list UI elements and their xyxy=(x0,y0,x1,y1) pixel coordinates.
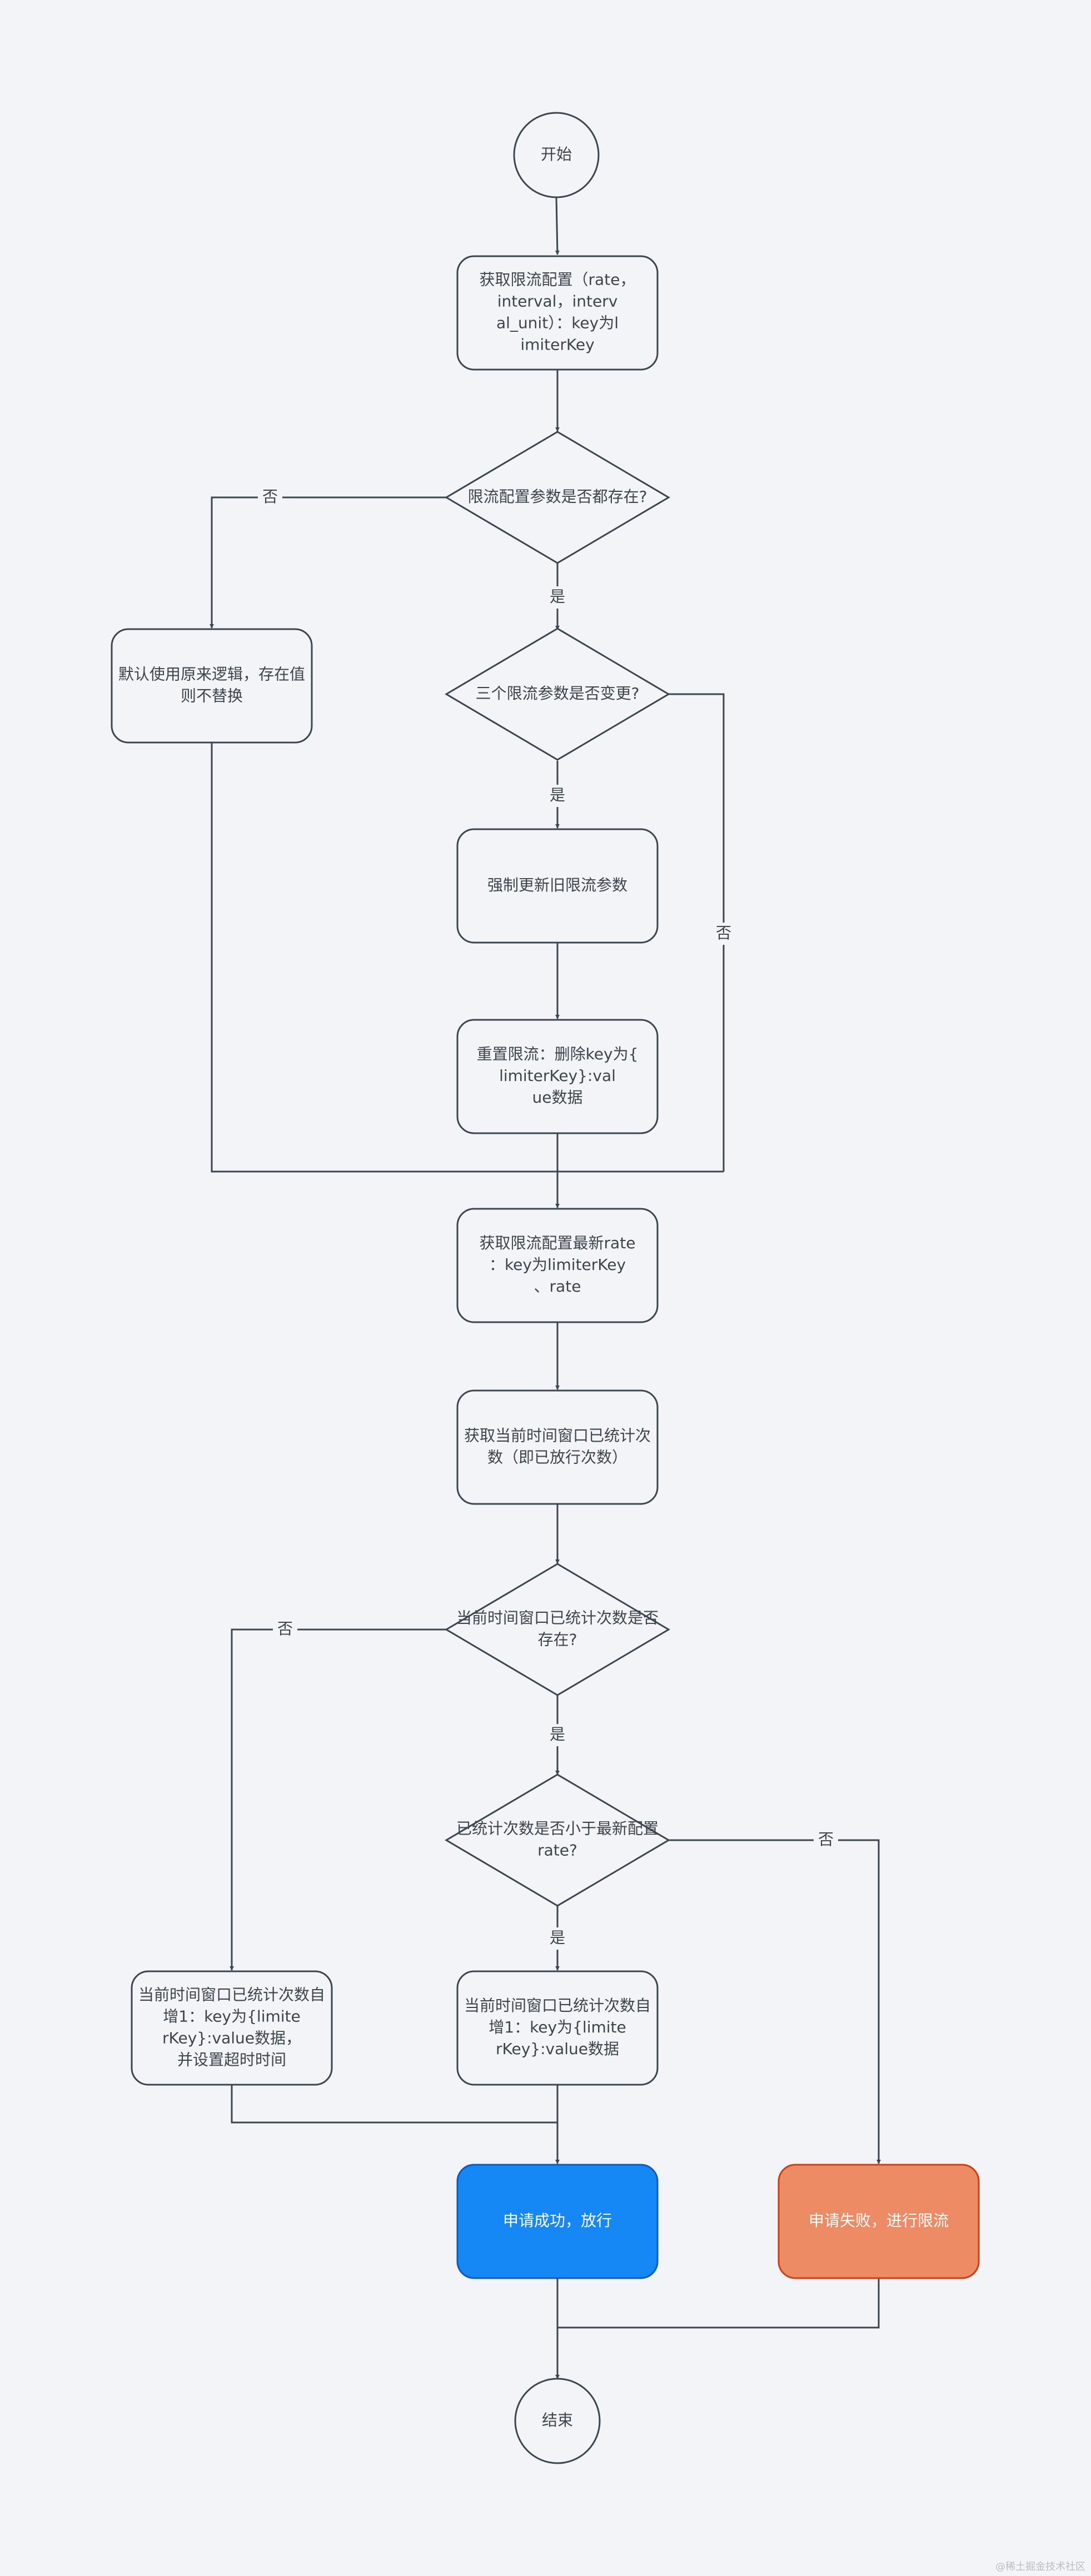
node-fail-shape xyxy=(778,2164,980,2279)
edge-label-params-exist-no: 否 xyxy=(262,487,278,506)
node-get-count-text-line: 数（即已放行次数） xyxy=(487,1448,627,1467)
node-get-latest-rate-text-line: ：key为limiterKey xyxy=(489,1255,626,1274)
node-increment-text-line: 增1：key为{limite xyxy=(489,2018,626,2036)
edge-params-changed-no xyxy=(667,693,725,1172)
node-less-than-rate-text-line: 已统计次数是否小于最新配置 xyxy=(456,1820,659,1838)
node-success-shape xyxy=(456,2164,659,2279)
node-end: 结束 xyxy=(514,2378,601,2464)
node-fail-text-line: 申请失败，进行限流 xyxy=(809,2211,949,2230)
node-get-config-text-line: 获取限流配置（rate， xyxy=(480,271,636,289)
edge-label-background xyxy=(545,1927,570,1950)
node-increment-with-expire-text-line: rKey}:value数据， xyxy=(162,2029,301,2047)
edge-label-params-changed-no: 否 xyxy=(716,924,731,942)
node-reset-limit-text-line: ue数据 xyxy=(532,1088,583,1107)
node-get-latest-rate-shape xyxy=(456,1208,659,1323)
node-params-exist-text-line: 限流配置参数是否都存在? xyxy=(468,487,647,506)
edge-label-count-exists-no: 否 xyxy=(277,1620,293,1638)
node-less-than-rate-shape xyxy=(445,1773,670,1907)
node-reset-limit-text-line: limiterKey}:val xyxy=(499,1067,616,1085)
edge-count-exists-no xyxy=(230,1628,446,1971)
node-get-count-text-line: 获取当前时间窗口已统计次 xyxy=(464,1427,651,1445)
edge-label-background xyxy=(545,586,570,609)
node-start: 开始 xyxy=(513,112,600,198)
node-increment-shape xyxy=(456,1970,659,2086)
node-get-config-shape xyxy=(456,255,659,371)
node-success-text-line: 申请成功，放行 xyxy=(503,2211,612,2230)
node-force-update-shape xyxy=(456,828,659,944)
edge-less-than-rate-no xyxy=(667,1839,881,2164)
edge-label-background xyxy=(814,1829,838,1851)
edge-increment-expire-to-success xyxy=(231,2085,557,2124)
node-success: 申请成功，放行 xyxy=(456,2164,659,2279)
node-reset-limit-text-line: 重置限流：删除key为{ xyxy=(477,1045,639,1063)
edge-default-to-merge xyxy=(211,743,724,1173)
node-increment-with-expire-text-line: 增1：key为{limite xyxy=(163,2007,300,2026)
node-less-than-rate-text-line: rate? xyxy=(537,1841,577,1860)
edge-label-count-exists-yes: 是 xyxy=(550,1725,565,1743)
edge-label-background xyxy=(258,486,282,509)
node-get-config: 获取限流配置（rate， interval，interv al_unit）：key为… xyxy=(456,255,659,371)
edge-label-background xyxy=(711,923,736,945)
node-params-exist: 限流配置参数是否都存在? xyxy=(445,431,670,564)
node-increment-text-line: rKey}:value数据 xyxy=(496,2040,619,2058)
edge-label-less-than-rate-yes: 是 xyxy=(550,1929,565,1947)
node-increment-text-line: 当前时间窗口已统计次数自 xyxy=(464,1996,651,2015)
node-default-logic-shape xyxy=(111,628,313,744)
node-reset-limit: 重置限流：删除key为{ limiterKey}:val ue数据 xyxy=(456,1019,659,1134)
edge-label-params-exist-yes: 是 xyxy=(550,587,565,606)
node-get-config-text-line: imiterKey xyxy=(520,336,594,354)
node-params-changed-text-line: 三个限流参数是否变更? xyxy=(476,684,640,702)
edge-params-exist-no xyxy=(210,496,446,629)
edge-label-less-than-rate-no: 否 xyxy=(818,1830,834,1848)
node-fail: 申请失败，进行限流 xyxy=(778,2164,980,2279)
node-force-update-text-line: 强制更新旧限流参数 xyxy=(487,876,627,894)
edge-fail-to-end xyxy=(557,2279,880,2329)
node-count-exists-text-line: 当前时间窗口已统计次数是否 xyxy=(456,1609,659,1627)
edge-label-background xyxy=(273,1618,297,1641)
node-get-latest-rate-text-line: 、rate xyxy=(534,1277,581,1296)
edge-label-params-changed-yes: 是 xyxy=(550,786,565,804)
node-params-changed-shape xyxy=(445,627,670,761)
watermark: @稀土掘金技术社区 xyxy=(995,2561,1085,2573)
node-get-config-text-line: al_unit）：key为l xyxy=(496,314,619,332)
node-default-logic-text-line: 则不替换 xyxy=(181,687,243,705)
node-end-shape xyxy=(514,2378,601,2464)
edge-label-background xyxy=(545,785,570,807)
node-get-latest-rate-text-line: 获取限流配置最新rate xyxy=(480,1234,636,1252)
node-start-shape xyxy=(513,112,600,198)
node-less-than-rate: 已统计次数是否小于最新配置 rate? xyxy=(445,1773,670,1907)
node-params-changed: 三个限流参数是否变更? xyxy=(445,627,670,761)
node-end-text-line: 结束 xyxy=(542,2411,573,2429)
node-params-exist-shape xyxy=(445,431,670,564)
node-start-text-line: 开始 xyxy=(541,145,572,163)
node-force-update: 强制更新旧限流参数 xyxy=(456,828,659,944)
node-count-exists-text-line: 存在? xyxy=(538,1631,577,1649)
node-count-exists-shape xyxy=(445,1563,670,1696)
node-get-config-text-line: interval，interv xyxy=(497,292,618,311)
edge-label-background xyxy=(545,1724,570,1746)
node-reset-limit-shape xyxy=(456,1019,659,1134)
edge-start-to-get-config xyxy=(555,197,560,255)
node-get-count-shape xyxy=(456,1389,659,1505)
node-get-latest-rate: 获取限流配置最新rate ：key为limiterKey 、rate xyxy=(456,1208,659,1323)
node-increment-with-expire-text-line: 当前时间窗口已统计次数自 xyxy=(138,1986,325,2004)
node-default-logic-text-line: 默认使用原来逻辑，存在值 xyxy=(118,665,305,684)
node-increment-with-expire-text-line: 并设置超时时间 xyxy=(177,2051,286,2069)
node-increment-with-expire-shape xyxy=(131,1970,333,2086)
